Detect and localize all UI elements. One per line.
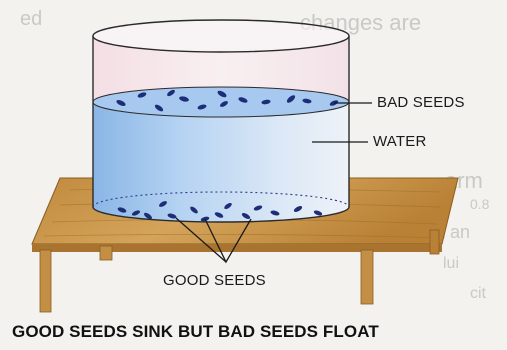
table-leg: [430, 230, 439, 254]
water: [93, 102, 349, 222]
water-label: WATER: [373, 133, 427, 150]
table-leg: [361, 250, 373, 304]
glass-container: [93, 20, 349, 222]
figure-caption: GOOD SEEDS SINK BUT BAD SEEDS FLOAT: [12, 322, 379, 342]
table-leg: [100, 246, 112, 260]
good-seeds-label: GOOD SEEDS: [163, 272, 266, 289]
table-leg: [40, 250, 51, 312]
bad-seeds-label: BAD SEEDS: [377, 94, 465, 111]
table-top-edge: [32, 244, 442, 252]
container-rim: [93, 20, 349, 52]
